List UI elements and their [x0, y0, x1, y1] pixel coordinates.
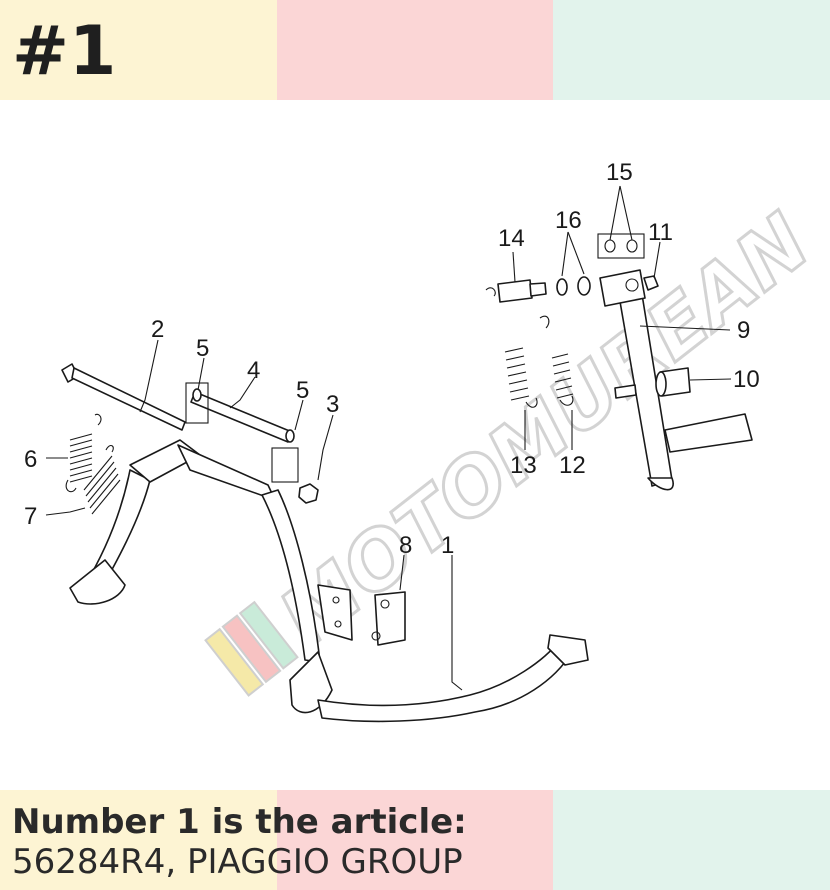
callout-15: 15 — [606, 159, 633, 186]
band-segment-mint — [553, 0, 830, 100]
callout-14: 14 — [498, 225, 525, 252]
part-2-bolt — [61, 363, 186, 431]
callout-1: 1 — [441, 532, 454, 559]
callout-9: 9 — [737, 317, 750, 344]
callout-8: 8 — [399, 532, 412, 559]
caption-heading: Number 1 is the article: — [12, 802, 467, 842]
top-color-band — [0, 0, 830, 100]
item-number-tag: #1 — [12, 12, 117, 91]
callout-3: 3 — [326, 391, 339, 418]
part-16-washers — [556, 276, 591, 296]
callout-4: 4 — [247, 357, 260, 384]
part-14-bolt — [497, 279, 547, 303]
watermark-stripe-yellow — [204, 627, 265, 697]
part-4-pin — [190, 391, 293, 443]
exploded-parts-diagram: MOTOMUREAN — [24, 159, 828, 723]
bottom-color-band — [0, 790, 830, 890]
part-13-spring — [485, 287, 538, 408]
callout-5b: 5 — [296, 377, 309, 404]
callout-6: 6 — [24, 446, 37, 473]
band-segment-mint — [553, 790, 830, 890]
part-7-spring — [83, 444, 121, 515]
band-segment-pink — [276, 0, 554, 100]
callout-11: 11 — [648, 219, 673, 246]
callout-10: 10 — [733, 366, 760, 393]
part-8-rubber-block — [371, 591, 406, 646]
band-segment-yellow — [0, 0, 277, 100]
watermark-stripe-pink — [221, 614, 282, 684]
watermark-stripe-mint — [238, 600, 299, 670]
band-segment-yellow — [0, 790, 277, 890]
part-11-nut — [643, 275, 659, 291]
part-10-bushing — [614, 367, 691, 399]
callout-5a: 5 — [196, 335, 209, 362]
part-1-center-stand — [69, 439, 589, 723]
callout-2: 2 — [151, 316, 164, 343]
callout-7: 7 — [24, 503, 37, 530]
part-3-nut — [298, 483, 319, 504]
part-12-spring — [539, 315, 574, 406]
callout-labels: 1 2 3 4 5 5 6 7 8 9 10 11 12 13 14 15 16 — [24, 159, 760, 559]
part-6-spring — [65, 413, 102, 493]
band-segment-pink — [276, 790, 554, 890]
part-9-side-stand — [599, 269, 753, 491]
callout-13: 13 — [510, 452, 537, 479]
callout-16: 16 — [555, 207, 582, 234]
caption-article: 56284R4, PIAGGIO GROUP — [12, 842, 463, 882]
callout-12: 12 — [559, 452, 586, 479]
part-15-washers — [597, 233, 645, 259]
part-5-washers — [185, 382, 299, 483]
leader-lines — [45, 185, 732, 691]
